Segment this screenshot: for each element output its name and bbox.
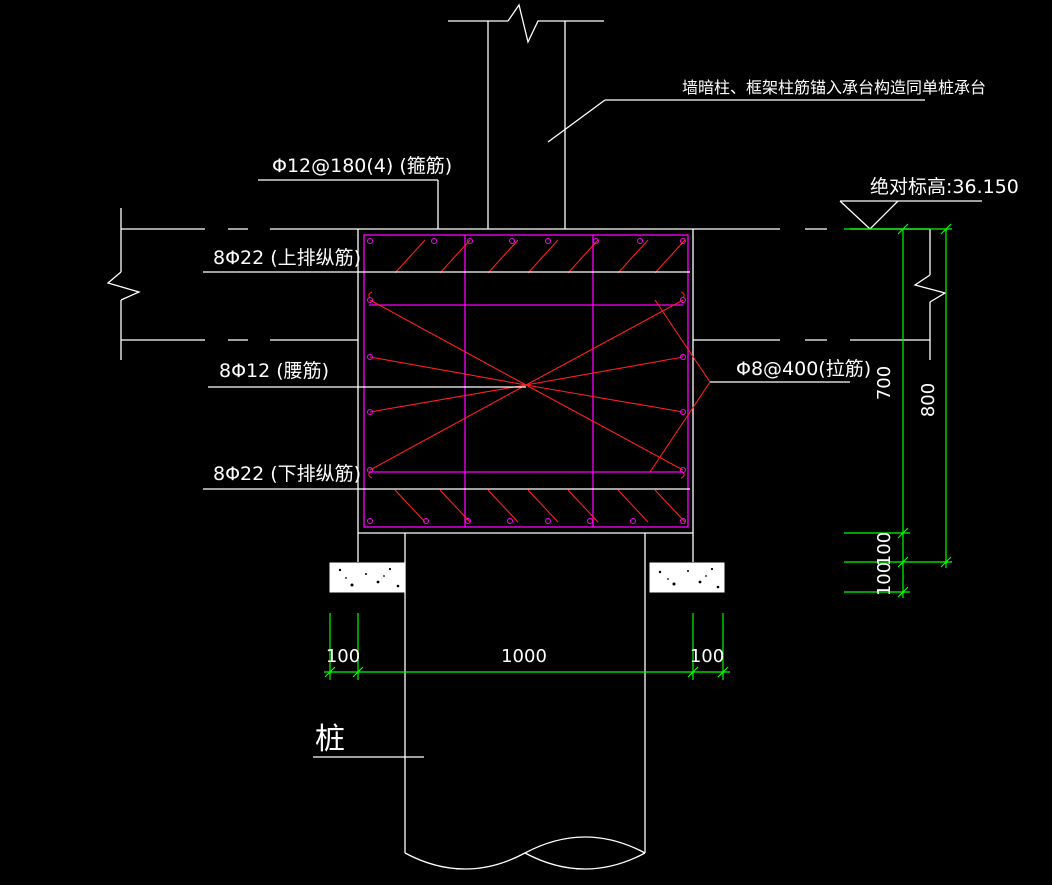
beam-lines (106, 208, 947, 360)
tie-bars-label: Φ8@400(拉筋) (736, 358, 871, 380)
dim-right-100: 100 (690, 646, 724, 667)
column-note: 墙暗柱、框架柱筋锚入承台构造同单桩承台 (547, 78, 986, 143)
elevation-label: 绝对标高:36.150 (870, 176, 1019, 198)
dim-700: 700 (874, 366, 895, 400)
column-anchor-note: 墙暗柱、框架柱筋锚入承台构造同单桩承台 (682, 78, 986, 97)
bottom-bars-label: 8Φ22 (下排纵筋) (213, 463, 361, 485)
vertical-dimensions: 700 800 100 100 (844, 223, 952, 598)
column-above (448, 3, 604, 229)
dim-800: 800 (918, 383, 939, 417)
dim-100-upper: 100 (874, 532, 895, 566)
dim-left-100: 100 (326, 646, 360, 667)
dim-100-lower: 100 (874, 562, 895, 596)
dim-1000: 1000 (501, 646, 547, 667)
rebar-cage (363, 234, 689, 528)
cushion-blocks (329, 562, 725, 593)
stirrup-label: Φ12@180(4) (箍筋) (272, 155, 452, 177)
waist-bars-label: 8Φ12 (腰筋) (219, 360, 329, 382)
elevation-mark: 绝对标高:36.150 (839, 176, 1019, 230)
pile-cap (357, 228, 694, 562)
horizontal-dimensions: 100 1000 100 (324, 613, 730, 680)
rebar-leaders: Φ12@180(4) (箍筋) 8Φ22 (上排纵筋) 8Φ12 (腰筋) 8Φ… (203, 155, 871, 490)
top-bars-label: 8Φ22 (上排纵筋) (213, 247, 361, 269)
pile: 桩 (313, 533, 646, 870)
pile-label: 桩 (315, 722, 345, 757)
tie-bars (368, 239, 711, 523)
